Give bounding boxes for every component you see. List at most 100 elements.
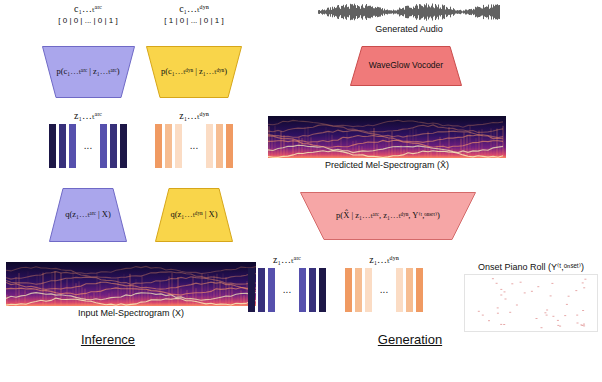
class-vector: c₁…ₜᵃʳᶜ[ 0 | 0 | ... | 0 | 1 ] bbox=[56, 3, 119, 25]
piano-roll-note bbox=[559, 326, 561, 327]
trapezoid-shape bbox=[42, 47, 134, 98]
encoder-trapezoid: q(z₁…ₜᵈʸⁿ | X) bbox=[155, 188, 233, 242]
latent-bars bbox=[205, 124, 234, 168]
piano-roll-note bbox=[488, 321, 490, 322]
piano-roll-note bbox=[546, 310, 548, 311]
latent-vectors: z₁…ₜᵃʳᶜ... bbox=[48, 110, 128, 168]
latent-bar bbox=[206, 124, 213, 168]
spectrogram-streak bbox=[126, 287, 128, 306]
piano-roll-note bbox=[516, 305, 518, 306]
piano-roll-note bbox=[550, 296, 552, 297]
piano-roll-note bbox=[544, 313, 546, 314]
ellipsis: ... bbox=[190, 140, 198, 152]
spectrogram-streak bbox=[502, 126, 504, 158]
piano-roll-note bbox=[557, 325, 559, 326]
piano-roll-note bbox=[551, 283, 553, 284]
spectrogram-streak bbox=[310, 137, 312, 158]
spectrogram-streak bbox=[379, 144, 381, 158]
formula-text: p(X̂ | z₁…ₜᵃʳᶜ, z₁…ₜᵈʸⁿ, Y⁽ᵗ,ᵒⁿˢᵉᵗ⁾) bbox=[336, 211, 440, 221]
spectrogram-harmonic bbox=[268, 120, 503, 127]
trapezoid-shape bbox=[301, 193, 476, 240]
formula-text: p(c₁…ₜᵈʸⁿ | z₁…ₜᵈʸⁿ) bbox=[161, 67, 227, 77]
ellipsis: ... bbox=[84, 140, 92, 152]
vector-label: c₁…ₜᵈʸⁿ bbox=[179, 3, 209, 15]
piano-roll-note bbox=[496, 283, 498, 284]
latent-bars bbox=[298, 268, 327, 312]
piano-roll-note bbox=[575, 290, 577, 291]
latent-bar bbox=[299, 268, 306, 312]
latent-bar bbox=[155, 124, 162, 168]
latent-bar bbox=[100, 124, 107, 168]
piano-roll-note bbox=[497, 308, 499, 309]
latent-bar bbox=[309, 268, 316, 312]
spectrogram-streak bbox=[334, 146, 336, 158]
piano-roll-note bbox=[503, 324, 505, 325]
vocoder-trapezoid: WaveGlow Vocoder bbox=[350, 46, 462, 86]
spectrogram-streak bbox=[81, 287, 83, 306]
spectrogram-streak bbox=[147, 289, 149, 306]
latent-row: ... bbox=[344, 268, 424, 312]
piano-roll-note bbox=[524, 293, 526, 294]
spectrogram-streak bbox=[391, 131, 393, 158]
spectrogram-streak bbox=[63, 288, 65, 306]
latent-label: z₁…ₜᵃʳᶜ bbox=[273, 254, 301, 266]
spectrogram-streak bbox=[316, 142, 318, 158]
section-heading-box: Generation bbox=[378, 333, 442, 348]
latent-bars bbox=[154, 124, 183, 168]
spectrogram-streak bbox=[328, 130, 330, 158]
input-spectrogram: Input Mel-Spectrogram (X) bbox=[6, 262, 256, 318]
piano-roll-note bbox=[546, 315, 548, 316]
generated-audio: Generated Audio bbox=[318, 2, 500, 34]
spectrogram-streak bbox=[364, 135, 366, 158]
spectrogram-streak bbox=[454, 128, 456, 158]
piano-roll-note bbox=[541, 328, 543, 329]
spectrogram-streak bbox=[340, 137, 342, 158]
spectrogram-harmonic bbox=[268, 151, 503, 158]
latent-bar bbox=[248, 268, 255, 312]
piano-roll-note bbox=[557, 320, 559, 321]
piano-roll-note bbox=[478, 311, 480, 312]
piano-roll-notes bbox=[465, 275, 597, 331]
latent-vectors: z₁…ₜᵈʸⁿ... bbox=[154, 110, 234, 168]
latent-bar bbox=[319, 268, 326, 312]
spectrogram-streak bbox=[505, 133, 506, 158]
piano-roll-note bbox=[577, 323, 579, 324]
spectrogram-streak bbox=[274, 125, 276, 158]
piano-roll-note bbox=[576, 315, 578, 316]
spectrogram-streak bbox=[460, 139, 462, 158]
spectrogram-streak bbox=[45, 289, 47, 306]
latent-row: ... bbox=[154, 124, 234, 168]
spectrogram-streak bbox=[466, 135, 468, 158]
latent-bar bbox=[49, 124, 56, 168]
audio-caption: Generated Audio bbox=[375, 24, 443, 34]
spectrogram-streak bbox=[376, 144, 378, 158]
spectrogram-harmonic bbox=[6, 272, 256, 280]
spectrogram-streak bbox=[280, 131, 282, 158]
latent-bar bbox=[406, 268, 413, 312]
spectrogram-streak bbox=[105, 283, 107, 306]
spectrogram-streak bbox=[159, 280, 161, 306]
latent-bar bbox=[216, 124, 223, 168]
spectrogram-streak bbox=[331, 135, 333, 158]
spectrogram-ground bbox=[6, 262, 256, 306]
latent-bar bbox=[365, 268, 372, 312]
piano-roll-note bbox=[564, 315, 566, 316]
spectrogram-streak bbox=[397, 149, 399, 158]
spectrogram-streak bbox=[216, 274, 218, 306]
spectrogram-streak bbox=[370, 128, 372, 158]
spectrogram-streak bbox=[123, 274, 125, 306]
latent-bar bbox=[69, 124, 76, 168]
spectrogram-caption: Input Mel-Spectrogram (X) bbox=[78, 308, 184, 318]
waveform bbox=[318, 2, 500, 22]
spectrogram-streak bbox=[15, 277, 17, 306]
trapezoid-shape bbox=[50, 189, 127, 242]
decoder-trapezoid: p(X̂ | z₁…ₜᵃʳᶜ, z₁…ₜᵈʸⁿ, Y⁽ᵗ,ᵒⁿˢᵉᵗ⁾) bbox=[300, 192, 476, 240]
piano-roll-note bbox=[531, 291, 533, 292]
encoder-trapezoid: q(z₁…ₜᵃʳᶜ | X) bbox=[49, 188, 127, 242]
spectrogram-streak bbox=[156, 297, 158, 306]
piano-roll-note bbox=[500, 295, 502, 296]
spectrogram-harmonic bbox=[6, 266, 256, 273]
piano-roll-note bbox=[583, 324, 585, 325]
spectrogram-streak bbox=[219, 281, 221, 306]
